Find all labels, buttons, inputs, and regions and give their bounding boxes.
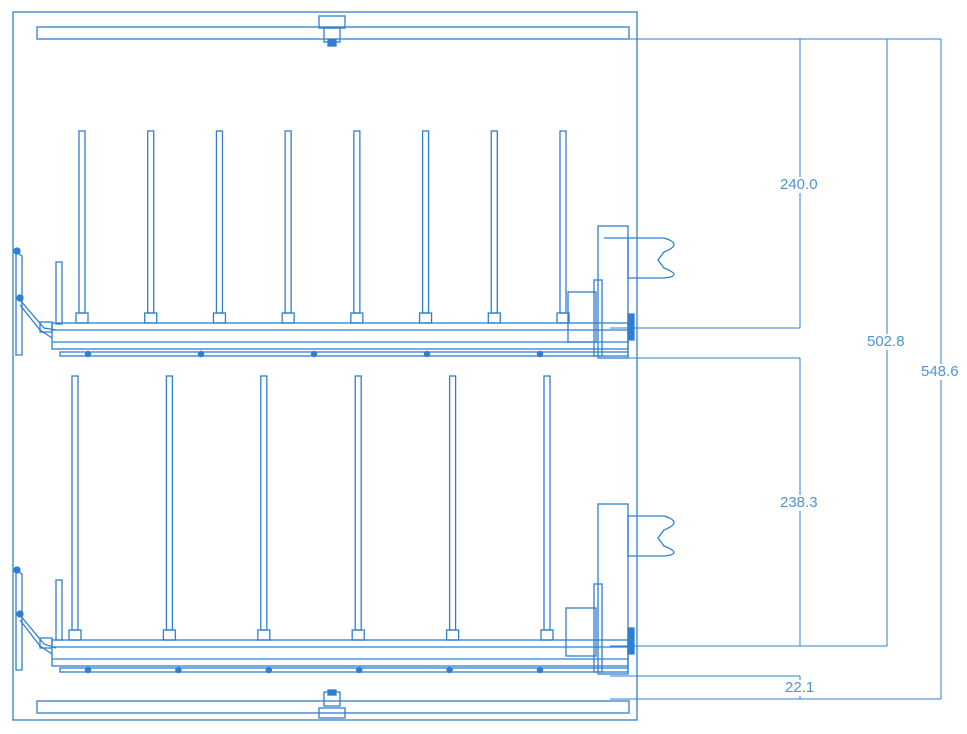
upper-tray-post: [556, 130, 570, 324]
upper-rail-dot: [84, 350, 92, 358]
upper-tray-post: [281, 130, 295, 324]
dimension-label-upper-spacing: 240.0: [779, 176, 819, 193]
lower-rail-dot: [355, 666, 363, 674]
bottom-rail: [36, 689, 630, 719]
upper-tray-posts: [75, 130, 570, 324]
upper-rail-dot: [197, 350, 205, 358]
dimension-label-inner-height: 502.8: [866, 333, 906, 350]
lower-tray-post: [257, 375, 271, 641]
upper-tray-post: [212, 130, 227, 324]
upper-left-latch: [13, 247, 63, 356]
lower-right-hinge: [565, 503, 675, 675]
upper-tray-base: [51, 322, 629, 350]
lower-tray-base: [51, 639, 629, 667]
lower-tray-post: [162, 375, 177, 641]
upper-tray-post: [487, 130, 501, 324]
upper-tray-post: [418, 130, 433, 324]
upper-tray-rail-dots: [84, 350, 544, 358]
lower-tray: [13, 375, 675, 675]
upper-right-hinge: [567, 225, 675, 359]
upper-tray-post: [144, 130, 158, 324]
dimension-label-overall-height: 548.6: [920, 363, 960, 380]
lower-tray-rail-dots: [84, 666, 544, 674]
upper-tray-post: [350, 130, 364, 324]
dimension-lines: [610, 38, 942, 700]
cabinet-frame: [12, 11, 638, 721]
lower-tray-post: [540, 375, 554, 641]
lower-rail-dot: [536, 666, 544, 674]
upper-rail-dot: [310, 350, 318, 358]
lower-rail-dot: [265, 666, 273, 674]
lower-tray-posts: [68, 375, 554, 641]
dimension-label-bottom-offset: 22.1: [784, 679, 816, 696]
upper-rail-dot: [423, 350, 431, 358]
upper-rail-dot: [536, 350, 544, 358]
lower-rail-dot: [446, 666, 453, 674]
dimension-label-lower-spacing: 238.3: [779, 494, 819, 511]
lower-tray-post: [351, 375, 365, 641]
lower-rail-dot: [84, 666, 92, 674]
lower-rail-dot: [175, 666, 182, 674]
lower-left-latch: [13, 566, 63, 671]
upper-tray-post: [75, 130, 89, 324]
lower-tray-post: [68, 375, 82, 641]
lower-tray-post: [445, 375, 460, 641]
upper-tray: [13, 130, 675, 359]
top-rail: [36, 15, 630, 47]
